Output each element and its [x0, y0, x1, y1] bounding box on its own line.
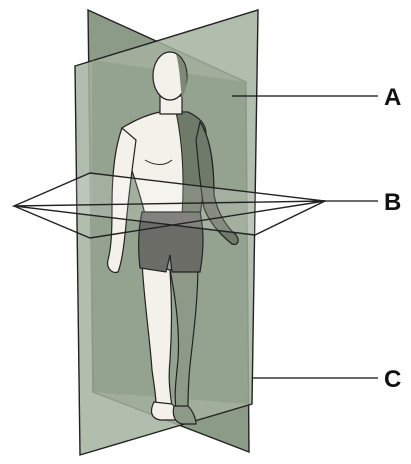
label-a: A	[384, 84, 401, 111]
label-b: B	[384, 189, 401, 216]
label-c: C	[384, 366, 401, 393]
